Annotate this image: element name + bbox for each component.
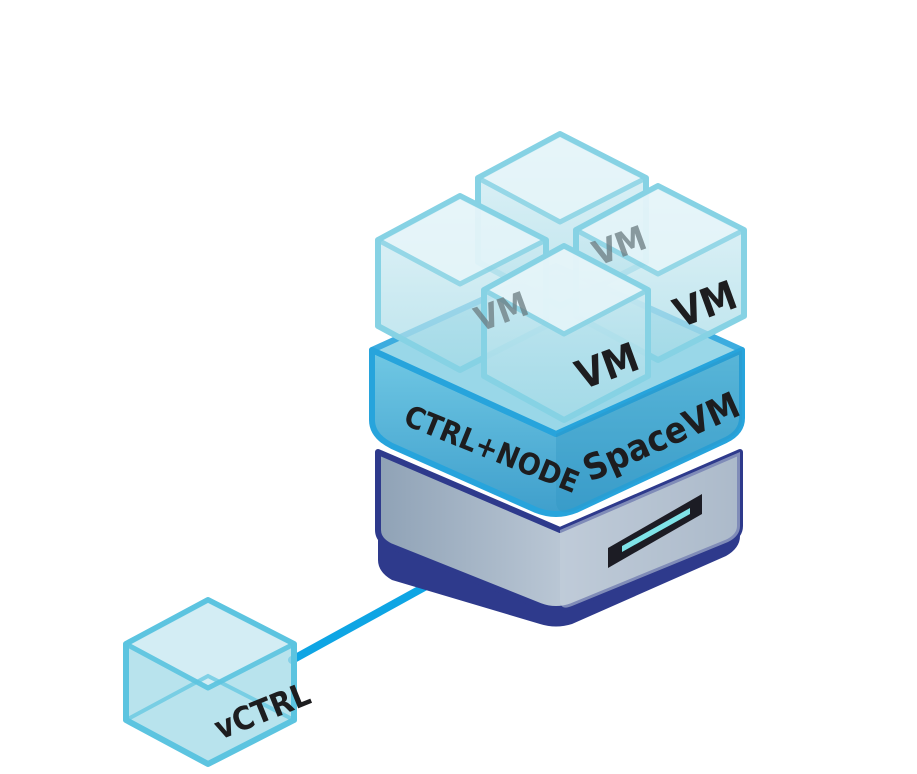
server-base: [375, 449, 743, 627]
vm-cube-right: [573, 183, 747, 363]
vctrl-cube: [123, 597, 297, 767]
vm-cube-front: [481, 243, 651, 423]
